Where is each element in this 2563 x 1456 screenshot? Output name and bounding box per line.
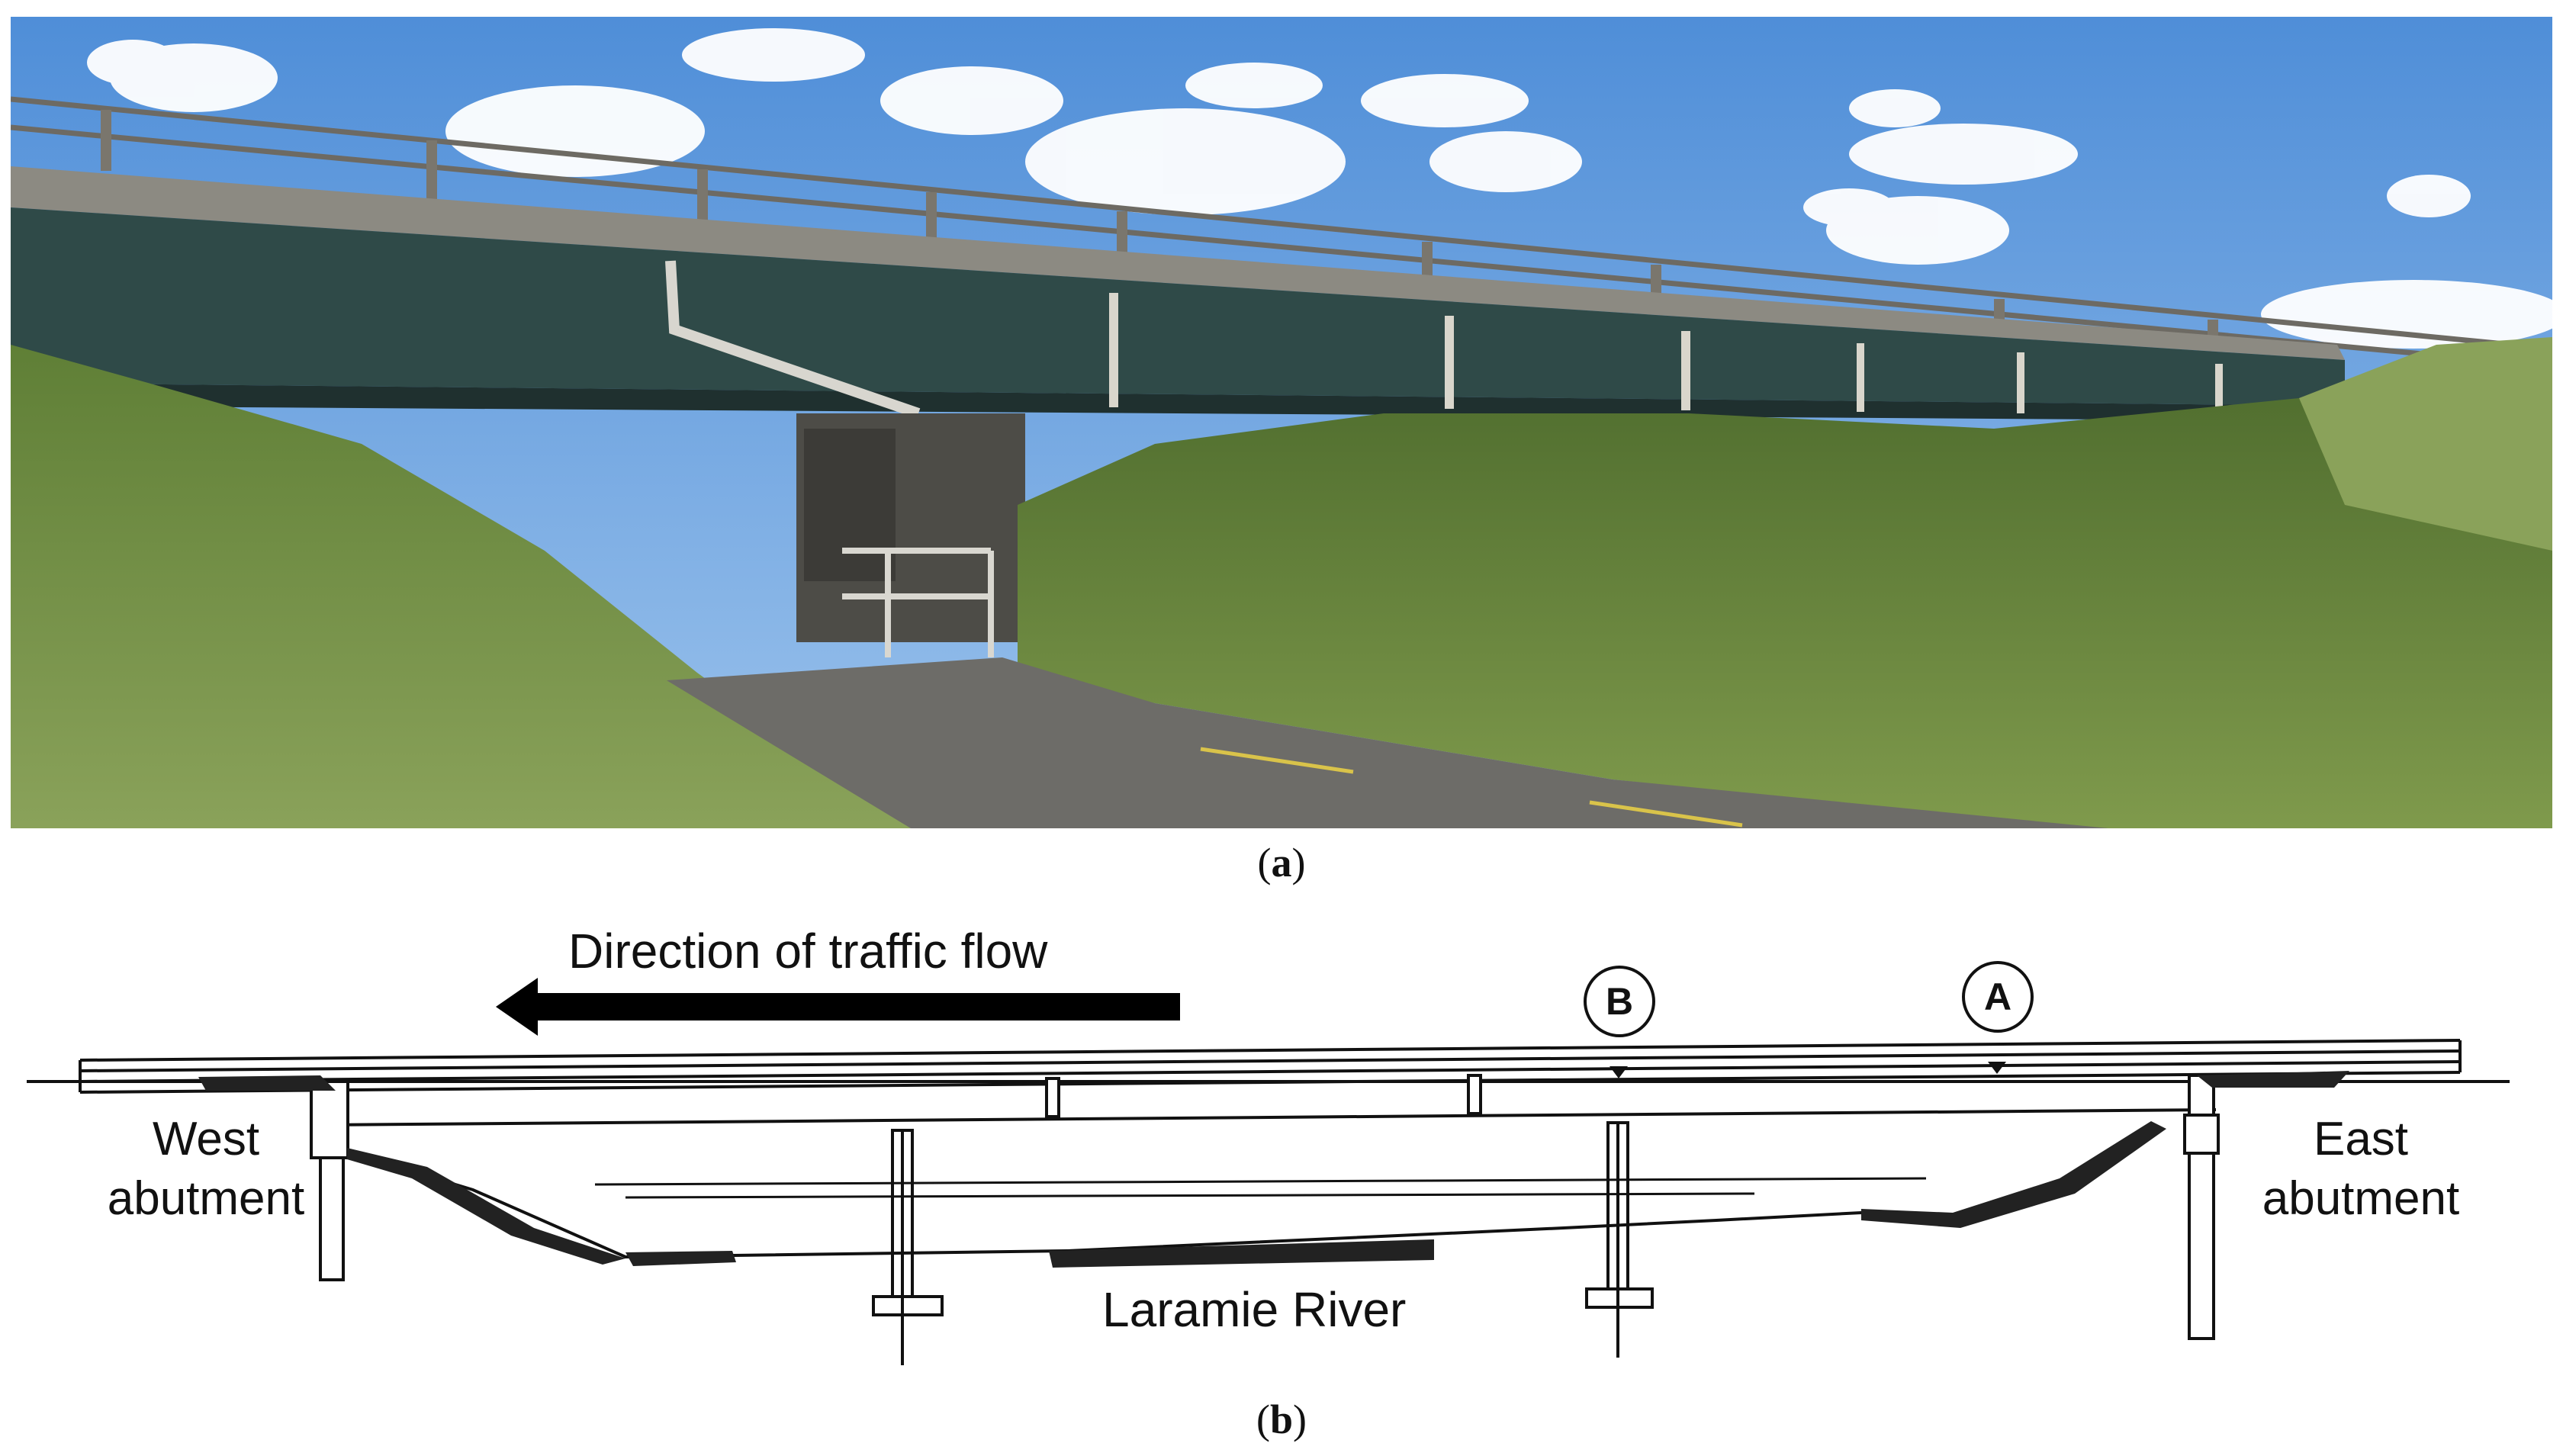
river-label: Laramie River bbox=[1102, 1282, 1407, 1337]
riverbed bbox=[346, 1127, 2153, 1259]
girder-shadow bbox=[11, 383, 2345, 421]
traffic-arrow bbox=[496, 978, 1180, 1036]
bridge-girder bbox=[11, 207, 2345, 406]
diaphragms bbox=[1045, 1074, 1482, 1118]
east-label-line2: abutment bbox=[2262, 1172, 2460, 1225]
west-label-line1: West bbox=[152, 1113, 260, 1165]
girder-bottom bbox=[320, 1108, 2217, 1127]
bike-path bbox=[667, 657, 2108, 828]
west-abutment-label: West abutment bbox=[88, 1110, 324, 1229]
right-vegetation bbox=[1018, 345, 2552, 828]
clouds bbox=[87, 28, 2552, 349]
girder-stiffeners bbox=[1109, 293, 2223, 413]
bridge-photo-drawing bbox=[11, 17, 2552, 828]
right-embankment bbox=[2299, 337, 2552, 551]
east-abutment-label: East abutment bbox=[2239, 1110, 2483, 1229]
west-abutment bbox=[310, 1080, 349, 1281]
bridge-photo bbox=[11, 17, 2552, 828]
left-embankment bbox=[11, 345, 911, 828]
soil-hatching bbox=[198, 1071, 2349, 1268]
east-abutment bbox=[2183, 1074, 2220, 1340]
path-handrail bbox=[842, 548, 994, 657]
caption-a: (a) bbox=[1257, 840, 1306, 885]
sensor-marker-b: B bbox=[1584, 966, 1655, 1037]
east-label-line1: East bbox=[2313, 1113, 2409, 1165]
deck-outline bbox=[27, 1039, 2510, 1094]
sensor-marker-a: A bbox=[1962, 961, 2034, 1033]
path-centerline bbox=[1200, 747, 1743, 828]
pier-1 bbox=[872, 1129, 944, 1365]
traffic-direction-label: Direction of traffic flow bbox=[568, 924, 1048, 979]
bridge-deck bbox=[11, 166, 2345, 360]
bridge-elevation-diagram bbox=[27, 978, 2510, 1365]
water-lines bbox=[594, 1177, 1927, 1199]
marker-pointers bbox=[1610, 1062, 2006, 1078]
drain-pipe bbox=[665, 260, 921, 419]
caption-b: (b) bbox=[1256, 1397, 1307, 1442]
west-label-line2: abutment bbox=[107, 1172, 305, 1225]
pier-2 bbox=[1585, 1121, 1654, 1358]
